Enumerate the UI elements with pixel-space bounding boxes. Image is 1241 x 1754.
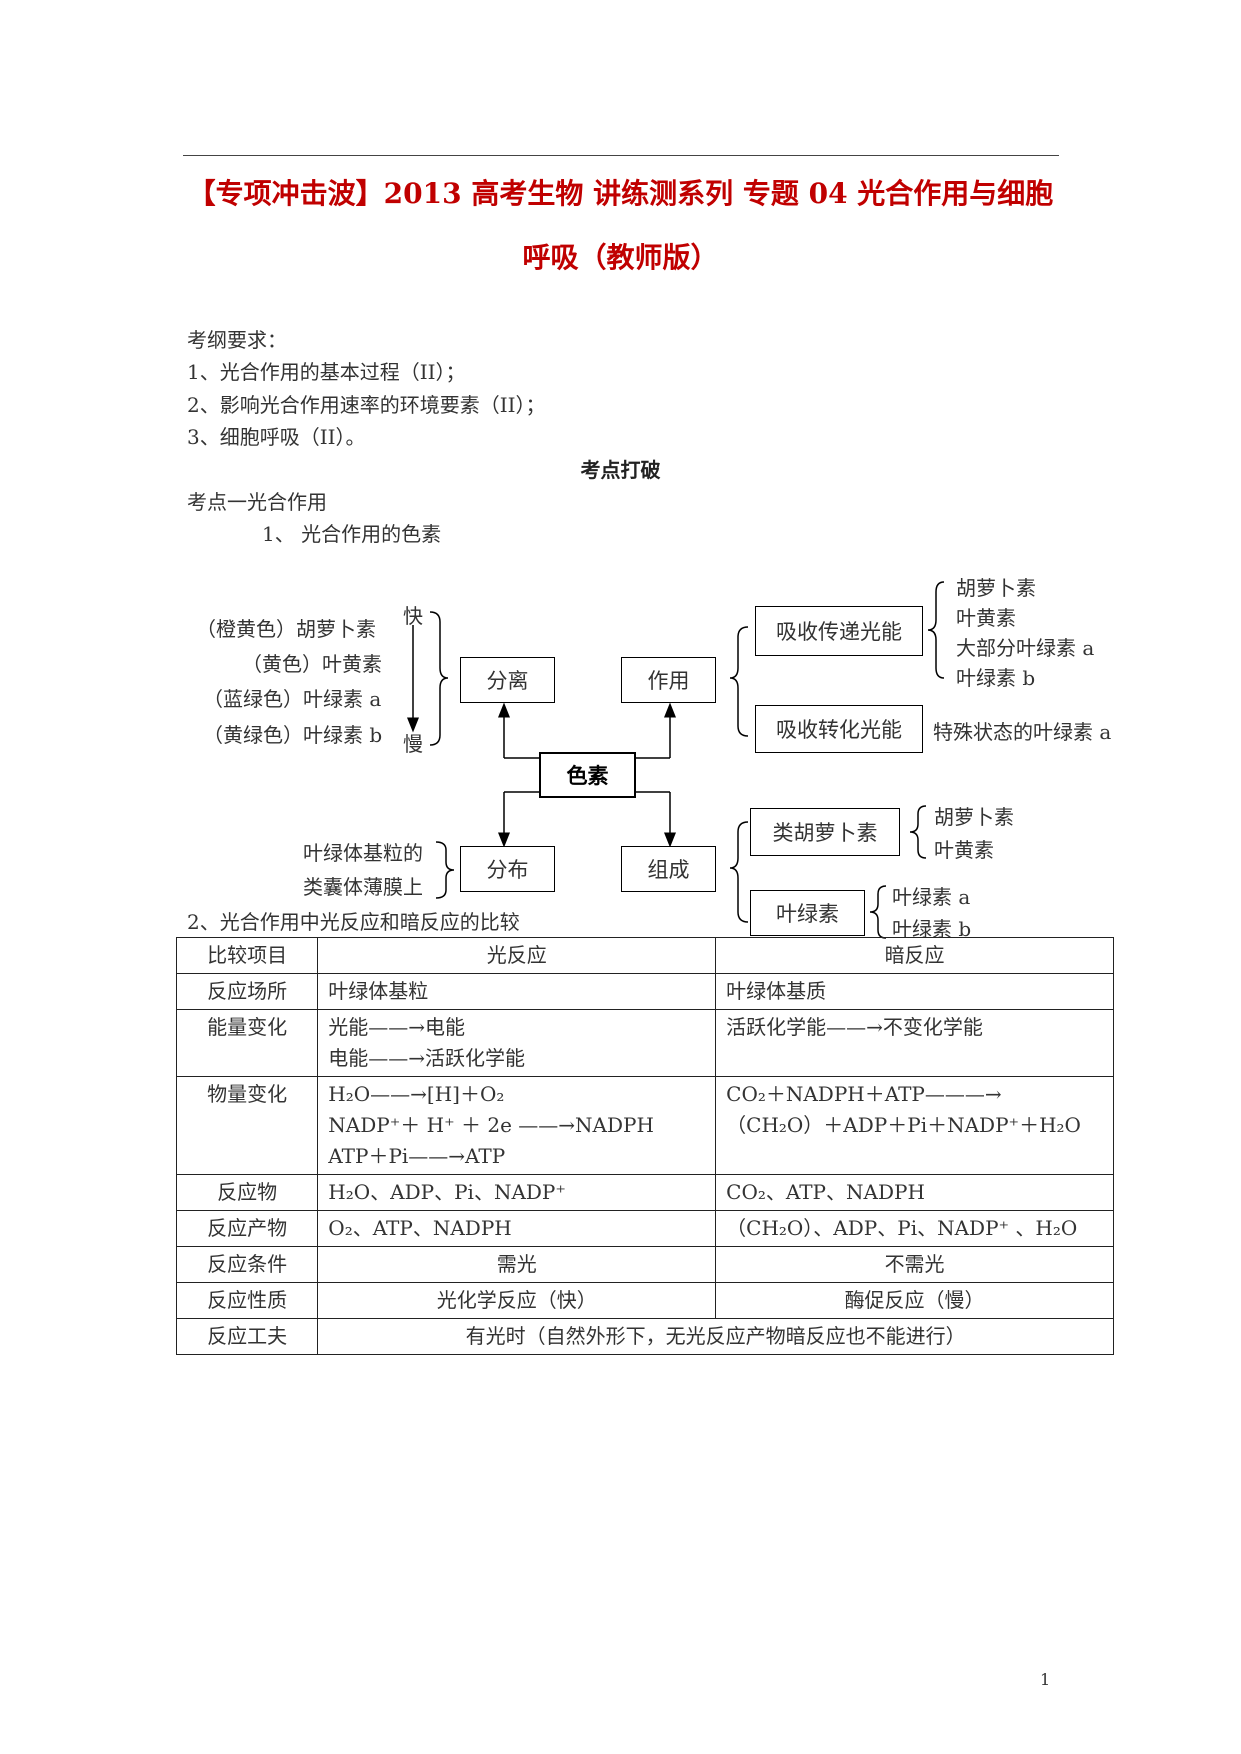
cell-line: 不需光 (884, 1252, 945, 1276)
subheading-pigments: 1、 光合作用的色素 (262, 522, 442, 546)
carotenoid-item: 叶黄素 (934, 838, 994, 862)
cell-line: 电能——→活跃化学能 (328, 1046, 526, 1070)
table-row: 反应工夫有光时（自然外形下，无光反应产物暗反应也不能进行） (175, 1318, 1114, 1355)
dark-reaction-cell: 活跃化学能——→不变化学能 (715, 1009, 1114, 1077)
row-label: 物量变化 (175, 1076, 319, 1175)
absorb-convert-item: 特殊状态的叶绿素 a (933, 720, 1112, 744)
light-reaction-cell: H₂O、ADP、Pi、NADP⁺ (317, 1174, 717, 1211)
page-number: 1 (1040, 1670, 1051, 1689)
cell-line: O₂、ATP、NADPH (328, 1216, 512, 1240)
light-reaction-cell: 光能——→电能电能——→活跃化学能 (317, 1009, 717, 1077)
absorb-transfer-box: 吸收传递光能 (755, 606, 923, 656)
chlorophyll-item: 叶绿素 a (892, 885, 971, 909)
row-label: 反应工夫 (175, 1318, 319, 1355)
fast-label: 快 (403, 604, 423, 628)
requirement-item: 1、光合作用的基本过程（II）； (187, 360, 466, 384)
distribution-label: 类囊体薄膜上 (303, 875, 423, 899)
point-heading: 考点一光合作用 (187, 490, 327, 514)
light-reaction-cell: 光化学反应（快） (317, 1282, 717, 1319)
row-label: 比较项目 (175, 937, 319, 974)
dark-reaction-cell: 暗反应 (715, 937, 1114, 974)
table-row: 反应物 H₂O、ADP、Pi、NADP⁺ CO₂、ATP、NADPH (175, 1174, 1114, 1211)
requirements-heading: 考纲要求： (187, 328, 287, 352)
row-label: 反应性质 (175, 1282, 319, 1319)
pigment-order-item: （黄绿色）叶绿素 b (203, 723, 383, 747)
table-row: 反应性质 光化学反应（快） 酶促反应（慢） (175, 1282, 1114, 1319)
doc-title-line1: 【专项冲击波】2013 高考生物 讲练测系列 专题 04 光合作用与细胞 (187, 177, 1054, 210)
cell-line: （CH₂O）、ADP、Pi、NADP⁺ 、H₂O (726, 1216, 1078, 1240)
cell-line: H₂O——→[H]＋O₂ (328, 1082, 505, 1106)
dark-reaction-cell: 酶促反应（慢） (715, 1282, 1114, 1319)
cell-line: 酶促反应（慢） (844, 1288, 985, 1312)
cell-line: H₂O、ADP、Pi、NADP⁺ (328, 1180, 566, 1204)
cell-line: NADP⁺＋ H⁺ ＋ 2e ——→NADPH (328, 1113, 654, 1137)
subheading-comparison: 2、光合作用中光反应和暗反应的比较 (187, 910, 520, 934)
absorb-transfer-item: 大部分叶绿素 a (956, 636, 1095, 660)
light-reaction-cell: H₂O——→[H]＋O₂ NADP⁺＋ H⁺ ＋ 2e ——→NADPH ATP＋P… (317, 1076, 717, 1175)
carotenoid-item: 胡萝卜素 (934, 805, 1014, 829)
distribution-label: 叶绿体基粒的 (303, 841, 423, 865)
pigment-order-item: （蓝绿色）叶绿素 a (203, 687, 382, 711)
separation-box: 分离 (460, 657, 555, 703)
cell-line: CO₂、ATP、NADPH (726, 1180, 925, 1204)
row-label: 反应物 (175, 1174, 319, 1211)
row-label: 能量变化 (175, 1009, 319, 1077)
requirement-item: 3、细胞呼吸（II）。 (187, 425, 366, 449)
cell-line: 光反应 (486, 943, 547, 967)
absorb-transfer-item: 胡萝卜素 (956, 576, 1036, 600)
merged-cell: 有光时（自然外形下，无光反应产物暗反应也不能进行） (317, 1318, 1114, 1355)
pigment-diagram-lines (407, 581, 945, 939)
light-reaction-cell: 光反应 (317, 937, 717, 974)
row-label: 反应条件 (175, 1246, 319, 1283)
header-rule (183, 155, 1059, 156)
table-row: 能量变化光能——→电能电能——→活跃化学能活跃化学能——→不变化学能 (175, 1009, 1114, 1077)
absorb-transfer-item: 叶绿素 b (956, 666, 1036, 690)
table-row: 比较项目 光反应 暗反应 (175, 937, 1114, 974)
absorb-transfer-item: 叶黄素 (956, 606, 1016, 630)
dark-reaction-cell: （CH₂O）、ADP、Pi、NADP⁺ 、H₂O (715, 1210, 1114, 1247)
function-box: 作用 (621, 657, 716, 703)
cell-line: 活跃化学能——→不变化学能 (726, 1015, 983, 1039)
row-label: 反应产物 (175, 1210, 319, 1247)
light-reaction-cell: 需光 (317, 1246, 717, 1283)
dark-reaction-cell: 叶绿体基质 (715, 973, 1114, 1010)
absorb-convert-box: 吸收转化光能 (755, 705, 923, 753)
dark-reaction-cell: 不需光 (715, 1246, 1114, 1283)
doc-title-line2: 呼吸（教师版） (522, 241, 719, 274)
cell-line: 光化学反应（快） (436, 1288, 597, 1312)
carotenoid-box: 类胡萝卜素 (750, 808, 900, 856)
pigment-order-item: （橙黄色）胡萝卜素 (196, 617, 376, 641)
light-reaction-cell: 叶绿体基粒 (317, 973, 717, 1010)
pigment-order-item: （黄色）叶黄素 (242, 652, 382, 676)
table-row: 反应产物 O₂、ATP、NADPH （CH₂O）、ADP、Pi、NADP⁺ 、H₂O (175, 1210, 1114, 1247)
dark-reaction-cell: CO₂＋NADPH＋ATP———→ （CH₂O）＋ADP＋Pi＋NADP⁺＋H₂O (715, 1076, 1114, 1175)
table-row: 反应条件 需光 不需光 (175, 1246, 1114, 1283)
dark-reaction-cell: CO₂、ATP、NADPH (715, 1174, 1114, 1211)
light-reaction-cell: O₂、ATP、NADPH (317, 1210, 717, 1247)
cell-line: ATP＋Pi——→ATP (328, 1144, 506, 1168)
cell-line: 暗反应 (884, 943, 945, 967)
cell-line: 光能——→电能 (328, 1015, 466, 1039)
composition-box: 组成 (621, 846, 716, 892)
cell-line: 叶绿体基粒 (328, 979, 429, 1003)
distribution-box: 分布 (460, 846, 555, 892)
cell-line: 需光 (496, 1252, 537, 1276)
cell-line: （CH₂O）＋ADP＋Pi＋NADP⁺＋H₂O (726, 1113, 1081, 1137)
section-title: 考点打破 (580, 458, 661, 482)
chlorophyll-box: 叶绿素 (750, 890, 865, 936)
table-row: 反应场所叶绿体基粒 叶绿体基质 (175, 973, 1114, 1010)
cell-line: CO₂＋NADPH＋ATP———→ (726, 1082, 1002, 1106)
requirement-item: 2、影响光合作用速率的环境要素（II）； (187, 393, 546, 417)
comparison-table: 比较项目 光反应 暗反应反应场所叶绿体基粒 叶绿体基质能量变化光能——→电能电能——→… (175, 937, 1114, 1355)
cell-line: 叶绿体基质 (726, 979, 827, 1003)
table-row: 物量变化 H₂O——→[H]＋O₂ NADP⁺＋ H⁺ ＋ 2e ——→NADPH A… (175, 1076, 1114, 1175)
center-box-pigment: 色素 (539, 752, 636, 798)
row-label: 反应场所 (175, 973, 319, 1010)
slow-label: 慢 (403, 732, 423, 756)
